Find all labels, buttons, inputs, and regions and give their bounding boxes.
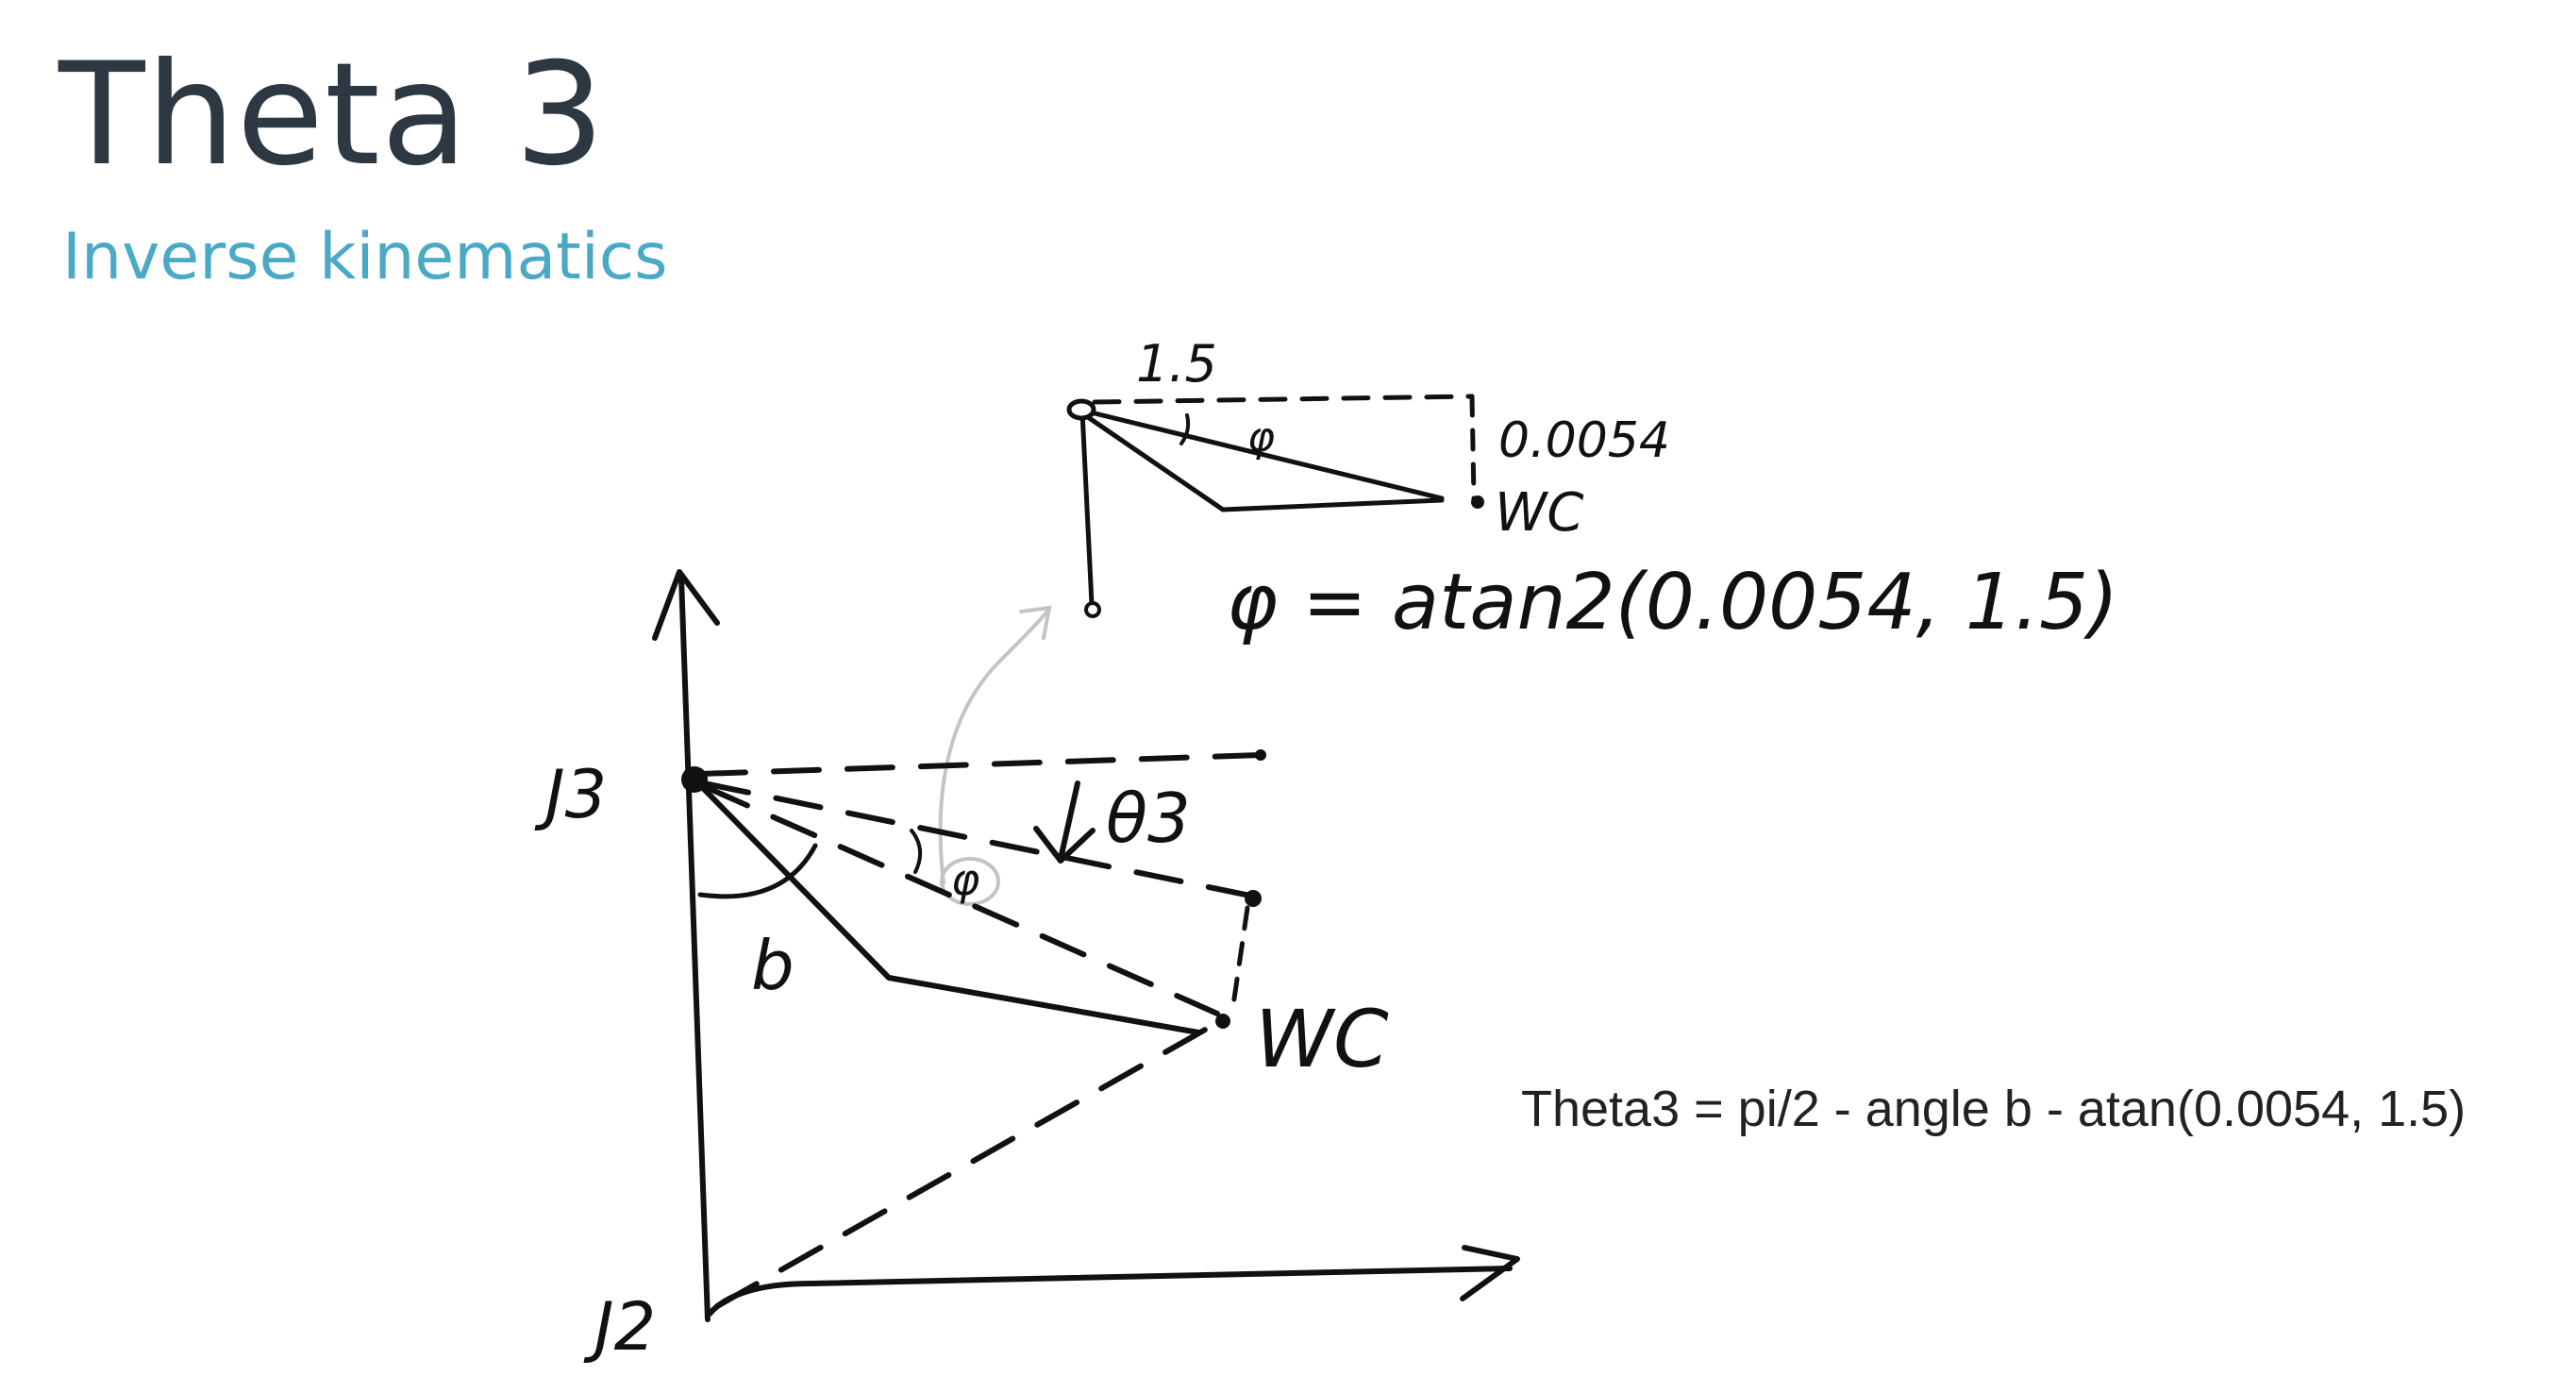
theta3-arrow-shaft [1058,780,1080,862]
inset-stub [1079,409,1095,607]
arm-link [699,784,1201,1035]
theta3-label: θ3 [1106,779,1191,858]
inset-sketch: 1.5 0.0054 φ WC φ = atan2(0.0054, 1.5) [1066,334,2118,647]
main-phi-label: φ [951,854,979,905]
offset-vertical-dashed [1229,905,1250,1015]
pointer-circle [940,857,1000,906]
j2-to-wc-dashed [714,1022,1216,1309]
pointer-head [1019,605,1052,640]
link-direction-dashed [701,780,1258,899]
slide-title: Theta 3 [59,33,606,197]
inset-angle-arc [1179,413,1191,445]
theta3-formula: Theta3 = pi/2 - angle b - atan(0.0054, 1… [1521,1081,2467,1137]
pointer-curve [938,606,1051,885]
inset-vertical-dashed [1469,394,1477,501]
j2-label: J2 [583,1288,656,1366]
inset-wc-dot [1471,495,1484,509]
horizontal-axis [707,1266,1513,1317]
angle-b-label: b [751,926,795,1005]
angle-b-arc [697,843,818,899]
j3-joint [681,766,708,793]
inset-link [1082,412,1445,512]
inset-wc-label: WC [1495,482,1583,544]
pointer-arrow [938,605,1052,906]
vertical-axis-arrowhead [652,569,720,641]
inset-joint [1066,398,1096,421]
main-wc-label: WC [1255,993,1389,1085]
wc-point [1215,1014,1230,1029]
main-sketch: J3 J2 θ3 φ b WC [534,569,1520,1366]
j3-label: J3 [534,756,607,833]
vertical-axis [678,575,711,1322]
j3-to-wc-dashed [703,784,1220,1016]
inset-offset-label: 0.0054 [1498,412,1670,469]
theta3-arrow-head [1033,826,1096,864]
inset-horizontal-dashed [1092,394,1475,405]
link-direction-end [1245,890,1262,907]
slide-subtitle: Inverse kinematics [62,220,668,294]
j3-horizontal-end [1255,749,1266,761]
inset-hypotenuse [1084,409,1445,501]
angle-phi-arc [910,829,923,874]
inset-stub-end [1084,601,1101,618]
inset-angle-label: φ [1247,413,1275,461]
inset-equation: φ = atan2(0.0054, 1.5) [1227,558,2118,647]
j3-horizontal-dashed [697,752,1263,777]
inset-length-label: 1.5 [1136,334,1217,394]
horizontal-axis-arrowhead [1460,1245,1520,1301]
